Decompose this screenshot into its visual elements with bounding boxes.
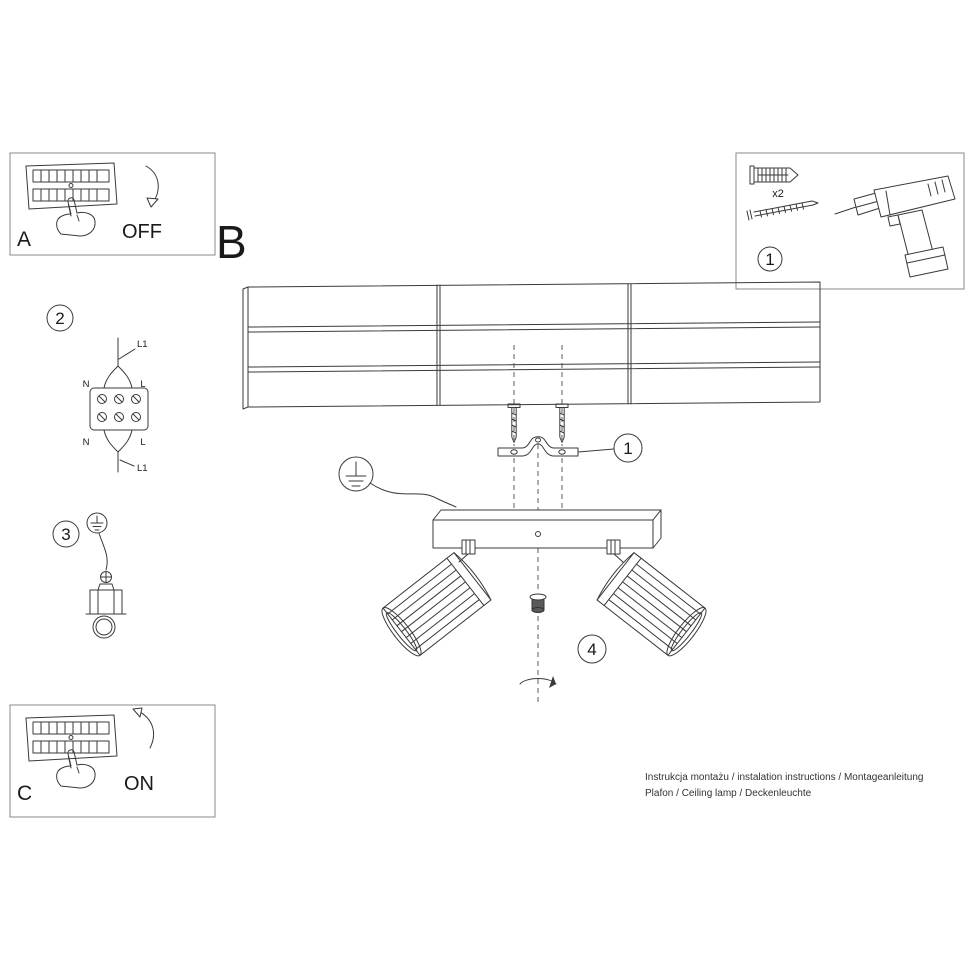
step-b-label: B <box>216 216 247 268</box>
ground-symbol-main-icon <box>338 456 374 492</box>
pivot-post-left <box>458 539 476 563</box>
footer-line-1: Instrukcja montażu / instalation instruc… <box>645 772 924 783</box>
ground-clamp-step: 3 <box>52 512 127 639</box>
step-1-badge: 1 <box>757 246 783 272</box>
adjust-knob <box>529 593 547 613</box>
svg-text:1: 1 <box>623 439 632 458</box>
bracket-step-badge: 1 <box>613 433 643 463</box>
svg-text:L1: L1 <box>137 463 148 474</box>
step-3-badge: 3 <box>52 520 80 548</box>
panel-letter-a: A <box>17 228 31 251</box>
hardware-box: x2 1 <box>735 152 965 290</box>
step-2-badge: 2 <box>46 304 74 332</box>
step-4-badge: 4 <box>577 634 607 664</box>
ground-wire-small <box>98 532 108 571</box>
power-on-panel: C ON <box>9 704 216 818</box>
breaker-panel-icon <box>25 714 118 762</box>
off-label: OFF <box>122 221 162 243</box>
screw-icon <box>746 200 819 221</box>
hand-icon <box>56 749 96 789</box>
svg-text:3: 3 <box>61 525 70 544</box>
svg-text:1: 1 <box>765 250 774 269</box>
svg-text:2: 2 <box>55 309 64 328</box>
ground-wire-main <box>369 482 457 508</box>
spot-lamp-left <box>376 550 494 661</box>
wall-anchor-icon <box>749 165 799 185</box>
panel-letter-c: C <box>17 782 32 805</box>
terminal-block <box>89 387 149 431</box>
on-arrow-icon <box>132 707 154 749</box>
anchor-count-label: x2 <box>772 188 784 200</box>
off-arrow-icon <box>145 165 159 208</box>
spot-lamp-right <box>594 550 712 661</box>
mounting-bracket <box>497 436 579 457</box>
ground-clamp-icon <box>85 571 127 639</box>
svg-text:L: L <box>140 379 145 390</box>
breaker-panel-icon <box>25 162 118 210</box>
hand-icon <box>56 197 96 237</box>
svg-text:N: N <box>83 437 90 448</box>
bracket-leader-line <box>577 448 615 453</box>
svg-text:L: L <box>140 437 145 448</box>
on-label: ON <box>124 773 154 795</box>
svg-text:L1: L1 <box>137 339 148 350</box>
pivot-post-right <box>606 539 624 563</box>
wiring-diagram: 2 L1 N L N L L1 <box>46 304 149 474</box>
ground-symbol-small-icon <box>86 512 108 534</box>
wire-labels: L1 N L N L L1 <box>83 339 148 474</box>
drill-icon <box>834 175 956 278</box>
footer-instructions: Instrukcja montażu / instalation instruc… <box>645 772 924 799</box>
svg-text:N: N <box>83 379 90 390</box>
footer-line-2: Plafon / Ceiling lamp / Deckenleuchte <box>645 788 812 799</box>
rotation-arrow-icon <box>519 616 557 702</box>
power-off-panel: A OFF <box>9 152 216 256</box>
ceiling-planks <box>242 281 821 410</box>
svg-text:4: 4 <box>587 640 596 659</box>
